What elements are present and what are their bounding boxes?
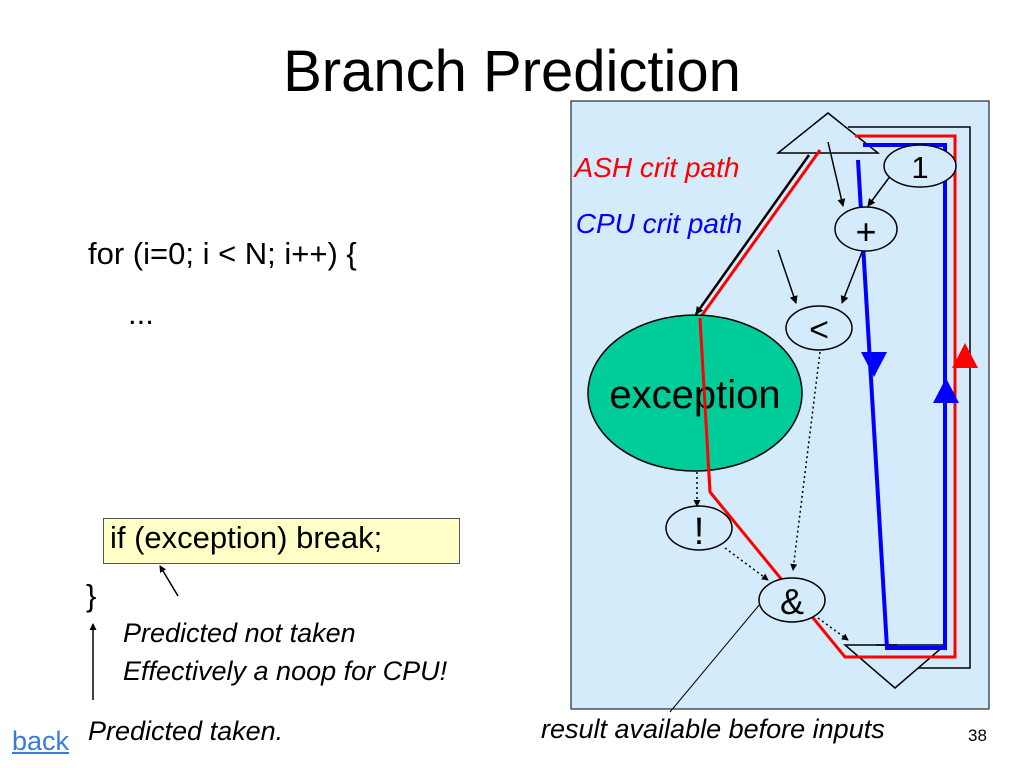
result-note-pointer <box>669 603 761 713</box>
code-line-if-break: if (exception) break; <box>110 520 383 555</box>
and-node <box>758 577 826 623</box>
annotation-not-taken: Predicted not taken <box>123 618 356 648</box>
ash-arrow-up <box>952 343 978 368</box>
page-title: Branch Prediction <box>283 39 741 104</box>
cpu-arrow-up <box>933 378 959 403</box>
code-line-for: for (i=0; i < N; i++) { <box>88 236 357 271</box>
const-one-node <box>883 144 957 188</box>
merge-node <box>775 112 881 154</box>
plus-label: + <box>855 211 876 252</box>
and-label: & <box>780 581 804 622</box>
const-one-label: 1 <box>911 150 928 185</box>
back-link[interactable]: back <box>12 726 70 756</box>
annotation-taken: Predicted taken. <box>88 716 284 746</box>
plus-node <box>834 206 898 252</box>
arrow-to-if <box>159 565 179 597</box>
ash-crit-path-label: ASH crit path <box>573 152 740 183</box>
loop-back-edge <box>848 126 971 669</box>
highlight-box <box>103 518 460 564</box>
less-than-node <box>785 305 853 351</box>
cpu-crit-path-label: CPU crit path <box>576 208 743 239</box>
annotation-noop: Effectively a noop for CPU! <box>123 656 448 686</box>
less-than-label: < <box>809 311 829 349</box>
cpu-arrow-down <box>861 352 887 377</box>
result-note: result available before inputs <box>541 714 885 744</box>
code-line-ellipsis: ... <box>128 296 154 331</box>
exception-label: exception <box>609 373 780 417</box>
not-label: ! <box>694 511 705 553</box>
page-number: 38 <box>968 726 987 745</box>
not-node <box>665 505 733 551</box>
exception-node <box>587 314 803 472</box>
code-closing-brace: } <box>86 578 97 613</box>
